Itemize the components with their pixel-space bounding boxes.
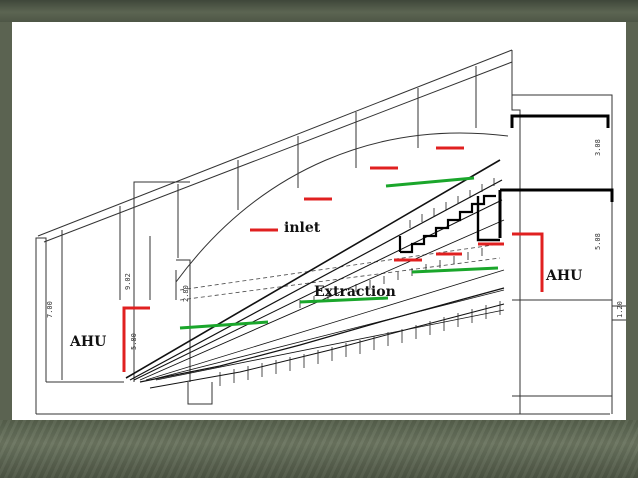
drawing-sheet [12,22,626,420]
dimension-d1: 7.00 [46,301,54,318]
inlet-markers [122,146,544,372]
label-ahu-right: AHU [546,268,583,284]
slide-frame-bottom [0,420,638,478]
slide-frame-top [0,0,638,22]
dimension-d5: 3.08 [594,139,602,156]
ceiling-curve [175,132,509,283]
building-outline [35,49,626,415]
label-extraction: Extraction [314,284,396,300]
dimension-d6: 5.08 [594,233,602,250]
seating-rake [125,159,505,389]
label-ahu-left: AHU [70,334,107,350]
label-inlet: inlet [284,220,321,236]
roof-trusses [61,66,477,380]
dimension-d3: 5.80 [130,333,138,350]
extraction-markers [179,176,499,330]
balcony-frame [476,196,500,242]
dimension-d2: 9.02 [124,273,132,290]
dimension-d7: 1.20 [616,301,624,318]
tower-beams [498,114,614,238]
seat-rows [219,178,501,386]
dimension-d4: 2.80 [182,285,190,302]
